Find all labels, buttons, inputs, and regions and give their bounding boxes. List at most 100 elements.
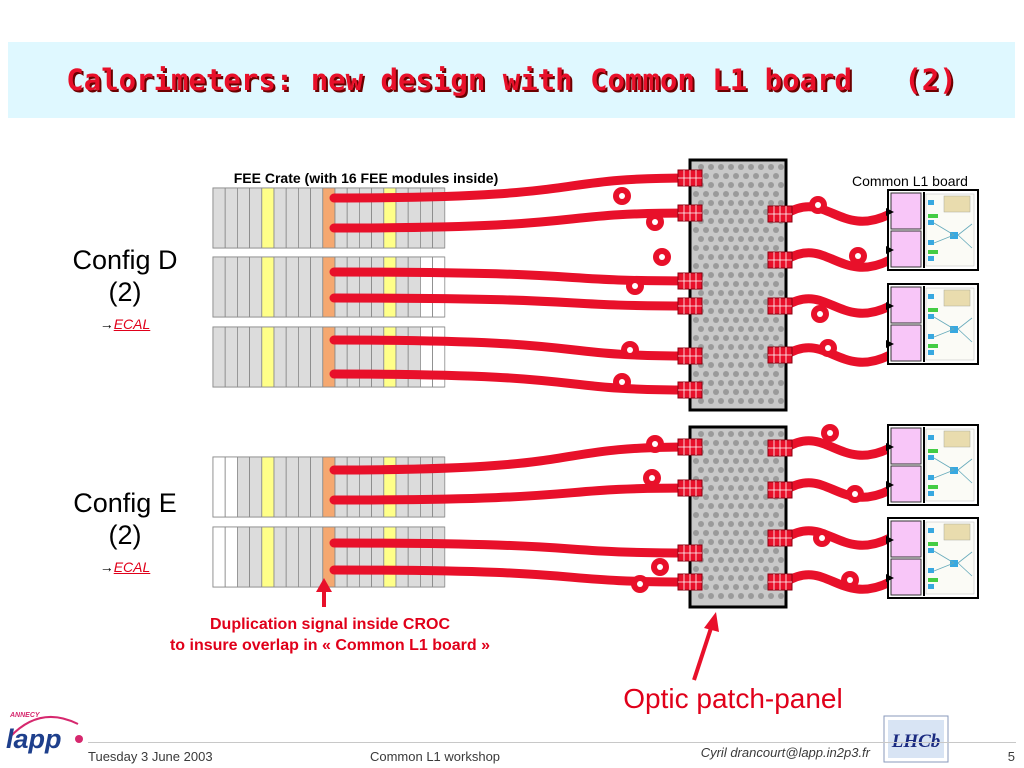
- ecal-link-e[interactable]: ECAL: [113, 559, 151, 575]
- patch-panel-hole: [713, 476, 719, 482]
- patch-panel-hole: [723, 245, 729, 251]
- fee-module-slot: [310, 526, 324, 588]
- fee-module-slot: [261, 187, 275, 249]
- patch-panel-hole: [743, 191, 749, 197]
- patch-panel-hole: [713, 548, 719, 554]
- patch-panel-hole: [753, 512, 759, 518]
- patch-panel-hole: [748, 485, 754, 491]
- patch-panel-hole: [738, 362, 744, 368]
- fiber-connector: [677, 169, 703, 187]
- patch-panel-hole: [723, 566, 729, 572]
- patch-panel-hole: [703, 263, 709, 269]
- fiber-connector: [767, 346, 793, 364]
- l1-trace: [957, 551, 973, 564]
- patch-panel-hole: [703, 209, 709, 215]
- patch-panel-hole: [708, 398, 714, 404]
- patch-panel-hole: [773, 458, 779, 464]
- l1-led: [928, 449, 938, 453]
- patch-panel-hole: [693, 317, 699, 323]
- patch-panel-hole: [723, 353, 729, 359]
- config-d-ecal: →ECAL: [40, 308, 210, 340]
- fiber-connector: [677, 204, 703, 222]
- patch-panel-hole: [763, 512, 769, 518]
- patch-panel-hole: [728, 344, 734, 350]
- config-d-name: Config D: [72, 245, 178, 275]
- ecal-link-d[interactable]: ECAL: [113, 316, 151, 332]
- patch-panel-hole: [768, 182, 774, 188]
- fiber-loop-center: [847, 577, 853, 583]
- optical-fiber: [781, 294, 895, 318]
- common-l1-board: [886, 517, 979, 599]
- patch-panel-hole: [753, 209, 759, 215]
- patch-panel-hole: [718, 539, 724, 545]
- lapp-text: lapp: [6, 724, 62, 754]
- patch-panel-hole: [708, 326, 714, 332]
- patch-panel-hole: [763, 227, 769, 233]
- patch-panel-hole: [738, 254, 744, 260]
- patch-panel-hole: [778, 557, 784, 563]
- optical-fiber: [781, 202, 895, 226]
- patch-panel-hole: [723, 335, 729, 341]
- patch-panel-hole: [743, 389, 749, 395]
- patch-panel-hole: [758, 290, 764, 296]
- config-d-label: Config D (2) →ECAL: [40, 244, 210, 340]
- patch-panel-hole: [778, 164, 784, 170]
- patch-panel-hole: [748, 218, 754, 224]
- patch-panel-hole: [778, 200, 784, 206]
- fee-crate: [212, 187, 446, 249]
- patch-panel-hole: [748, 254, 754, 260]
- patch-panel-hole: [763, 317, 769, 323]
- patch-panel-hole: [708, 344, 714, 350]
- patch-panel-hole: [718, 485, 724, 491]
- patch-panel-hole: [728, 326, 734, 332]
- patch-panel-hole: [743, 173, 749, 179]
- fee-module-slot: [249, 187, 263, 249]
- l1-optical-receiver: [890, 192, 922, 230]
- patch-panel-hole: [738, 575, 744, 581]
- fee-module-slot: [395, 256, 409, 318]
- config-e-label: Config E (2) →ECAL: [40, 487, 210, 583]
- arrow-icon: →: [99, 316, 114, 332]
- fee-module-slot: [224, 187, 238, 249]
- patch-panel-arrow-head: [704, 612, 719, 632]
- patch-panel-hole: [713, 566, 719, 572]
- patch-panel-hole: [753, 281, 759, 287]
- fee-module-slot: [395, 526, 409, 588]
- patch-panel-hole: [728, 380, 734, 386]
- optical-fibers: [329, 173, 895, 594]
- patch-panel-hole: [778, 236, 784, 242]
- fiber-connector: [767, 573, 793, 591]
- patch-panel-hole: [743, 440, 749, 446]
- patch-panel-hole: [733, 209, 739, 215]
- l1-fpga-block: [943, 195, 971, 213]
- fee-module-slot: [419, 526, 433, 588]
- fiber-connector: [677, 479, 703, 497]
- lhcb-text: LHCb: [891, 731, 941, 752]
- fee-module-slot: [285, 326, 299, 388]
- patch-panel-hole: [768, 398, 774, 404]
- patch-panel-hole: [713, 458, 719, 464]
- optic-patch-panel: [688, 158, 788, 412]
- patch-panel-hole: [748, 467, 754, 473]
- fee-module-slot: [358, 256, 372, 318]
- patch-panel-hole: [743, 227, 749, 233]
- patch-panel-hole: [758, 272, 764, 278]
- patch-panel-hole: [758, 467, 764, 473]
- patch-panel-hole: [713, 440, 719, 446]
- patch-panel-hole: [778, 503, 784, 509]
- patch-panel-hole: [738, 593, 744, 599]
- fee-module-slot: [249, 526, 263, 588]
- patch-panel-hole: [733, 245, 739, 251]
- patch-panel-hole: [768, 521, 774, 527]
- duplication-note-line1: Duplication signal inside CROC: [209, 616, 451, 633]
- l1-optical-receiver: [890, 230, 922, 268]
- fee-crate: [212, 526, 446, 588]
- patch-panel-hole: [728, 182, 734, 188]
- patch-panel-hole: [718, 326, 724, 332]
- patch-panel-hole: [753, 389, 759, 395]
- patch-panel-hole: [693, 458, 699, 464]
- patch-panel-hole: [758, 449, 764, 455]
- fee-module-slot: [224, 256, 238, 318]
- patch-panel-hole: [728, 521, 734, 527]
- patch-panel-hole: [758, 575, 764, 581]
